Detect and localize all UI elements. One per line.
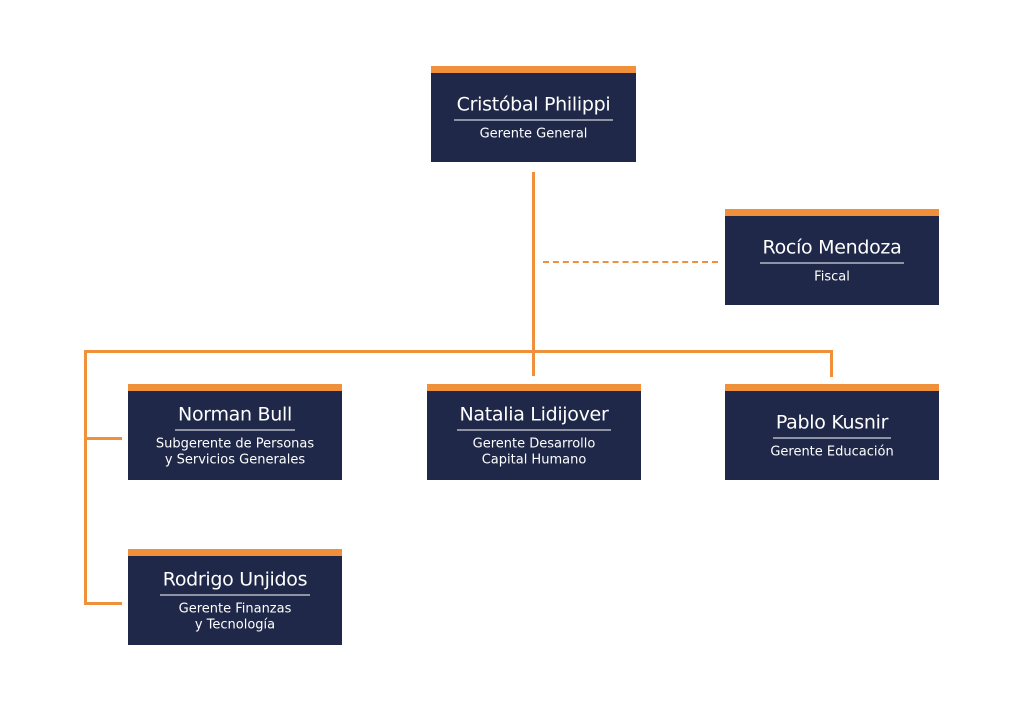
card-name: Norman Bull <box>175 403 295 430</box>
card-name: Pablo Kusnir <box>772 411 892 438</box>
card-role: Subgerente de Personas y Servicios Gener… <box>155 436 315 467</box>
connector-ceo-trunk <box>532 172 535 376</box>
org-card-unjidos: Rodrigo Unjidos Gerente Finanzas y Tecno… <box>128 549 342 645</box>
card-role: Fiscal <box>814 269 850 284</box>
connector-branch-unjidos <box>84 602 122 605</box>
card-name: Cristóbal Philippi <box>453 93 614 120</box>
org-card-mendoza: Rocío Mendoza Fiscal <box>725 209 939 305</box>
org-card-bull: Norman Bull Subgerente de Personas y Ser… <box>128 384 342 480</box>
org-card-lidijover: Natalia Lidijover Gerente Desarrollo Cap… <box>427 384 641 480</box>
connector-branch-bull <box>84 437 122 440</box>
connector-horizontal-bus <box>84 350 833 353</box>
card-name: Natalia Lidijover <box>456 403 612 430</box>
org-card-kusnir: Pablo Kusnir Gerente Educación <box>725 384 939 480</box>
card-name: Rocío Mendoza <box>759 236 905 263</box>
card-role: Gerente Educación <box>770 444 894 459</box>
card-role: Gerente Desarrollo Capital Humano <box>472 436 596 467</box>
org-card-philippi: Cristóbal Philippi Gerente General <box>431 66 636 162</box>
card-role: Gerente General <box>479 126 588 141</box>
card-name: Rodrigo Unjidos <box>159 568 311 595</box>
connector-fiscal-dashed <box>543 261 718 263</box>
connector-right-drop <box>830 350 833 377</box>
connector-left-spine <box>84 350 87 605</box>
card-role: Gerente Finanzas y Tecnología <box>178 601 292 632</box>
